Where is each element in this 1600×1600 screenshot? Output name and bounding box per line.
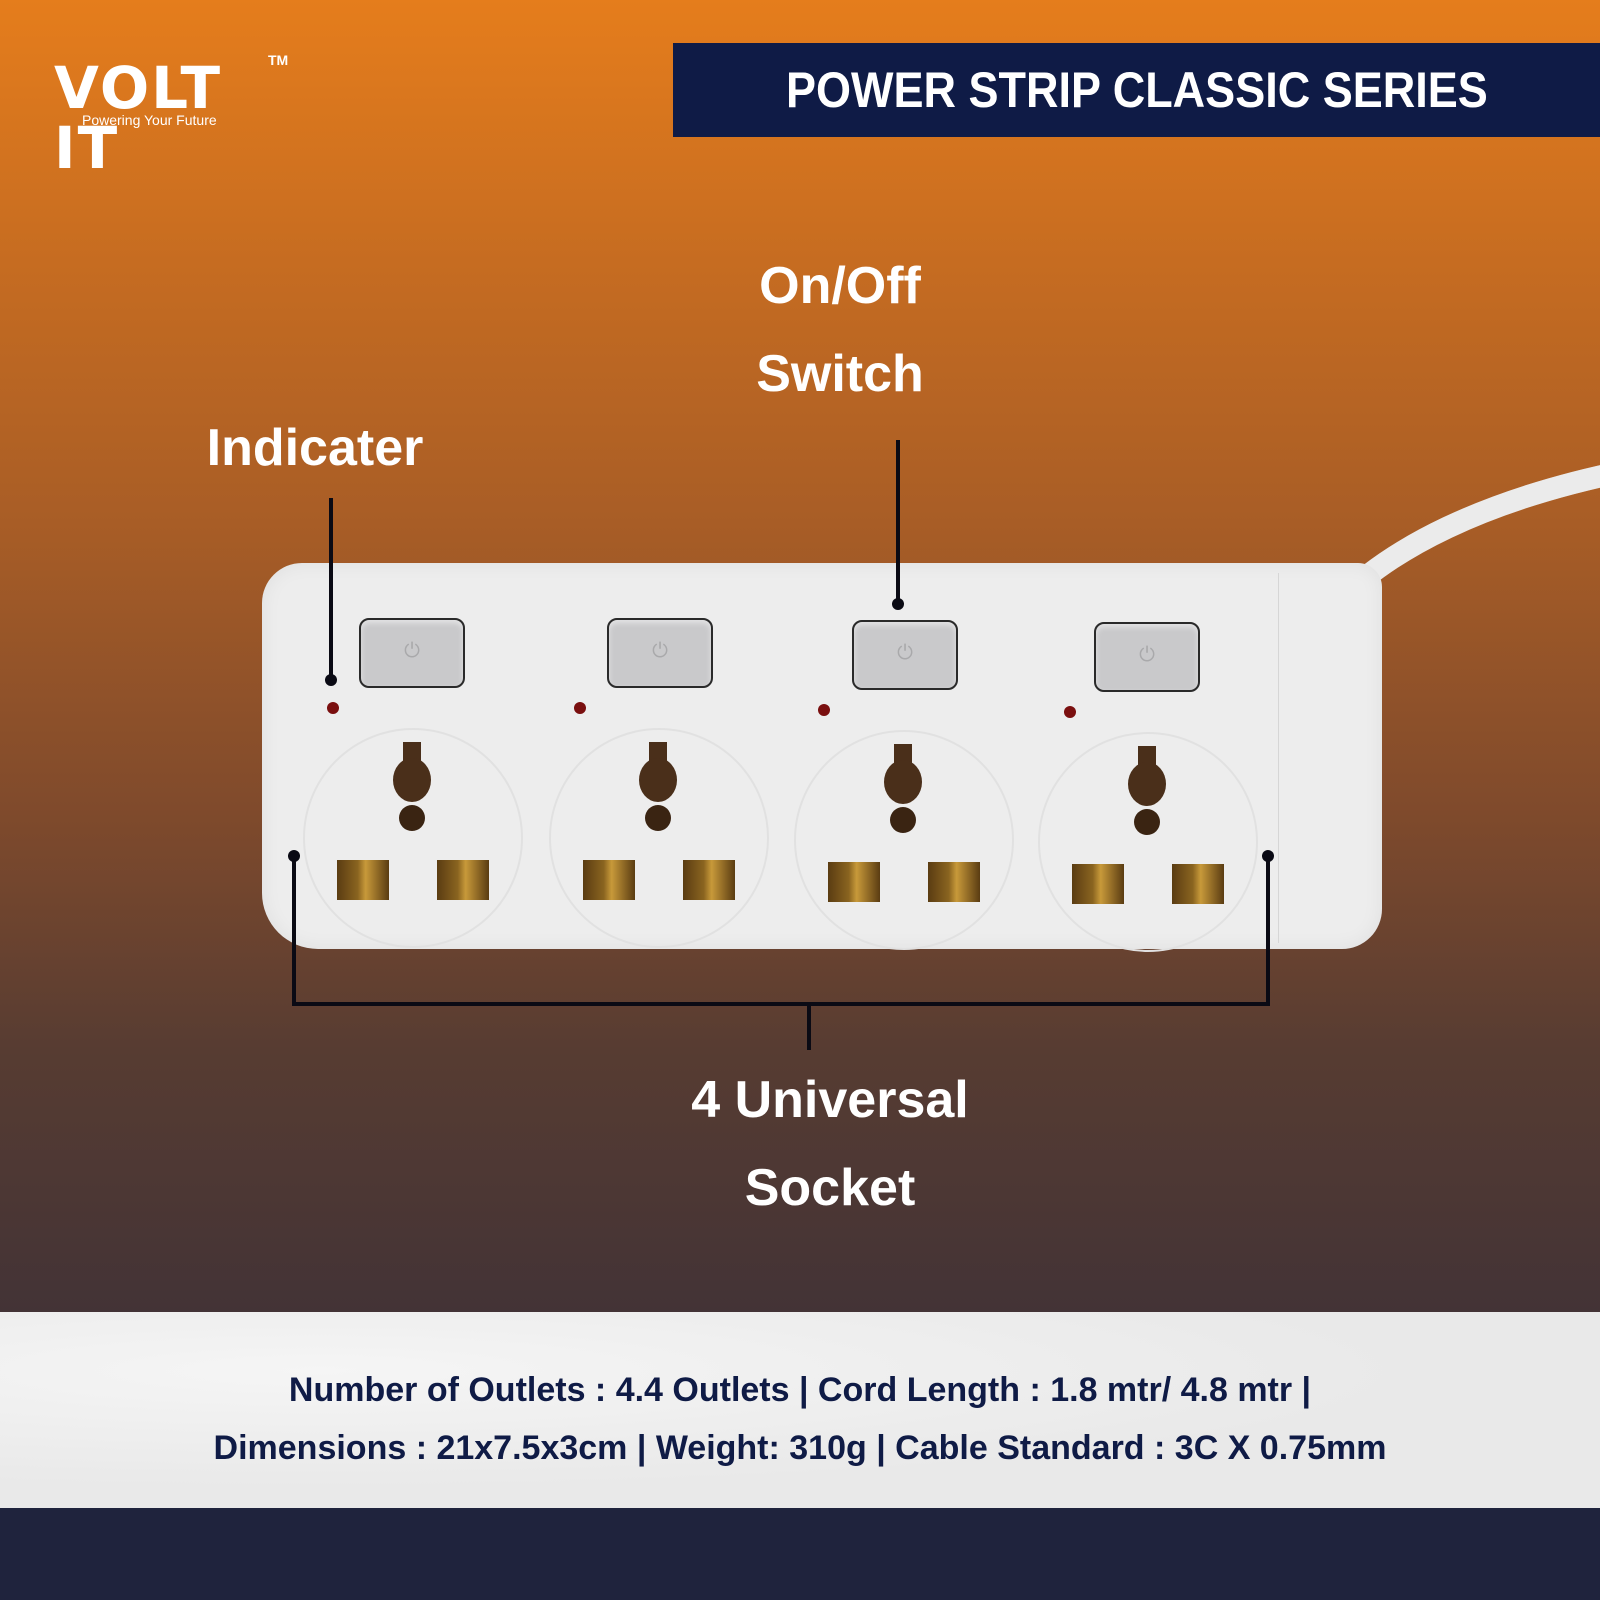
sockets-bracket-bar bbox=[292, 1002, 1270, 1006]
sockets-leader-dot-right bbox=[1262, 850, 1274, 862]
specs-line-1: Number of Outlets : 4.4 Outlets | Cord L… bbox=[288, 1371, 1312, 1409]
neutral-pin-slot bbox=[437, 860, 489, 900]
neutral-pin-slot bbox=[928, 862, 980, 902]
power-icon: ⏻ bbox=[897, 642, 913, 664]
trademark-mark: TM bbox=[268, 52, 289, 68]
switch-leader-dot bbox=[892, 598, 904, 610]
earth-slot bbox=[1128, 746, 1166, 835]
brand-tagline: Powering Your Future bbox=[82, 112, 217, 128]
universal-socket-3 bbox=[794, 730, 1014, 950]
neutral-pin-slot bbox=[1172, 864, 1224, 904]
live-pin-slot bbox=[1072, 864, 1124, 904]
earth-slot bbox=[639, 742, 677, 831]
socket-2-indicator-led bbox=[574, 702, 586, 714]
universal-socket-4 bbox=[1038, 732, 1258, 952]
indicator-leader-line bbox=[329, 498, 333, 678]
indicator-callout-label: Indicater bbox=[206, 419, 424, 477]
indicator-leader-dot bbox=[325, 674, 337, 686]
socket-2-switch[interactable]: ⏻ bbox=[607, 618, 713, 688]
socket-1-indicator-led bbox=[327, 702, 339, 714]
switch-leader-line bbox=[896, 440, 900, 602]
sockets-leader-right bbox=[1266, 856, 1270, 1006]
power-icon: ⏻ bbox=[652, 640, 668, 662]
switch-callout-label: On/Off Switch bbox=[640, 242, 1040, 418]
universal-socket-1 bbox=[303, 728, 523, 948]
earth-slot bbox=[884, 744, 922, 833]
series-title: POWER STRIP CLASSIC SERIES bbox=[785, 62, 1488, 118]
neutral-pin-slot bbox=[683, 860, 735, 900]
sockets-leader-left bbox=[292, 856, 296, 1006]
specs-line-2: Dimensions : 21x7.5x3cm | Weight: 310g |… bbox=[213, 1429, 1387, 1467]
switch-callout-line2: Switch bbox=[756, 345, 924, 403]
power-icon: ⏻ bbox=[404, 640, 420, 662]
sockets-callout-line2: Socket bbox=[744, 1159, 916, 1217]
universal-socket-2 bbox=[549, 728, 769, 948]
socket-4-indicator-led bbox=[1064, 706, 1076, 718]
live-pin-slot bbox=[828, 862, 880, 902]
sockets-leader-dot-left bbox=[288, 850, 300, 862]
specs-band: Number of Outlets : 4.4 Outlets | Cord L… bbox=[0, 1312, 1600, 1508]
brand-logo: VOLT IT TM Powering Your Future bbox=[54, 52, 294, 178]
live-pin-slot bbox=[337, 860, 389, 900]
socket-4-switch[interactable]: ⏻ bbox=[1094, 622, 1200, 692]
sockets-callout-label: 4 Universal Socket bbox=[580, 1056, 1080, 1232]
footer-bar bbox=[0, 1508, 1600, 1600]
switch-callout-line1: On/Off bbox=[759, 257, 921, 315]
live-pin-slot bbox=[583, 860, 635, 900]
socket-3-indicator-led bbox=[818, 704, 830, 716]
earth-slot bbox=[393, 742, 431, 831]
socket-1-switch[interactable]: ⏻ bbox=[359, 618, 465, 688]
brand-name: VOLT IT bbox=[54, 54, 223, 182]
strip-endcap-seam bbox=[1278, 573, 1279, 943]
sockets-callout-line1: 4 Universal bbox=[691, 1071, 969, 1129]
sockets-leader-stem bbox=[807, 1002, 811, 1050]
series-title-banner: POWER STRIP CLASSIC SERIES bbox=[673, 43, 1600, 137]
socket-3-switch[interactable]: ⏻ bbox=[852, 620, 958, 690]
power-icon: ⏻ bbox=[1139, 644, 1155, 666]
